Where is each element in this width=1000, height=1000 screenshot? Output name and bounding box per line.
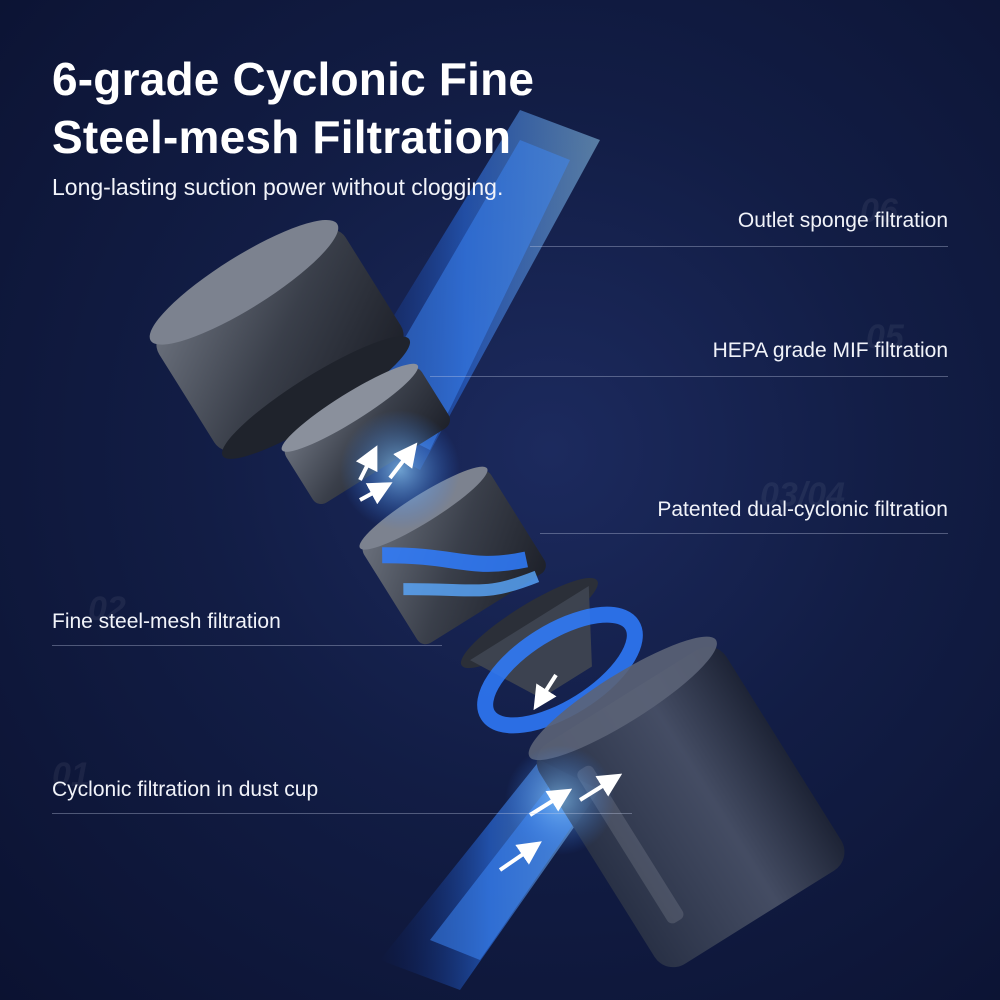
subtitle: Long-lasting suction power without clogg… [52,174,504,200]
stage-number-02: 02 [88,590,126,628]
callout-steel-mesh: Fine steel-mesh filtration [52,610,281,633]
callout-hepa-rule [430,376,948,377]
callout-mesh-rule [52,645,442,646]
title-line-2: Steel-mesh Filtration [52,111,512,163]
callout-dual-cyclonic: Patented dual-cyclonic filtration [657,498,948,521]
callout-dustcup-rule [52,813,632,814]
stage-number-05: 05 [866,318,904,356]
callout-outlet-sponge: Outlet sponge filtration [737,209,948,232]
callout-dual-rule [540,533,948,534]
stage-number-01: 01 [52,756,90,794]
outlet-cap [149,220,411,459]
stage-number-03-04: 03/04 [760,476,846,514]
title-line-1: 6-grade Cyclonic Fine [52,53,535,105]
callout-outlet-rule [530,246,948,247]
page-title: 6-grade Cyclonic Fine Steel-mesh Filtrat… [52,50,534,166]
callout-dust-cup: Cyclonic filtration in dust cup [52,778,319,801]
stage-number-06: 06 [860,192,898,230]
airflow-arrow-icon [355,442,623,872]
callout-hepa: HEPA grade MIF filtration [712,339,948,362]
